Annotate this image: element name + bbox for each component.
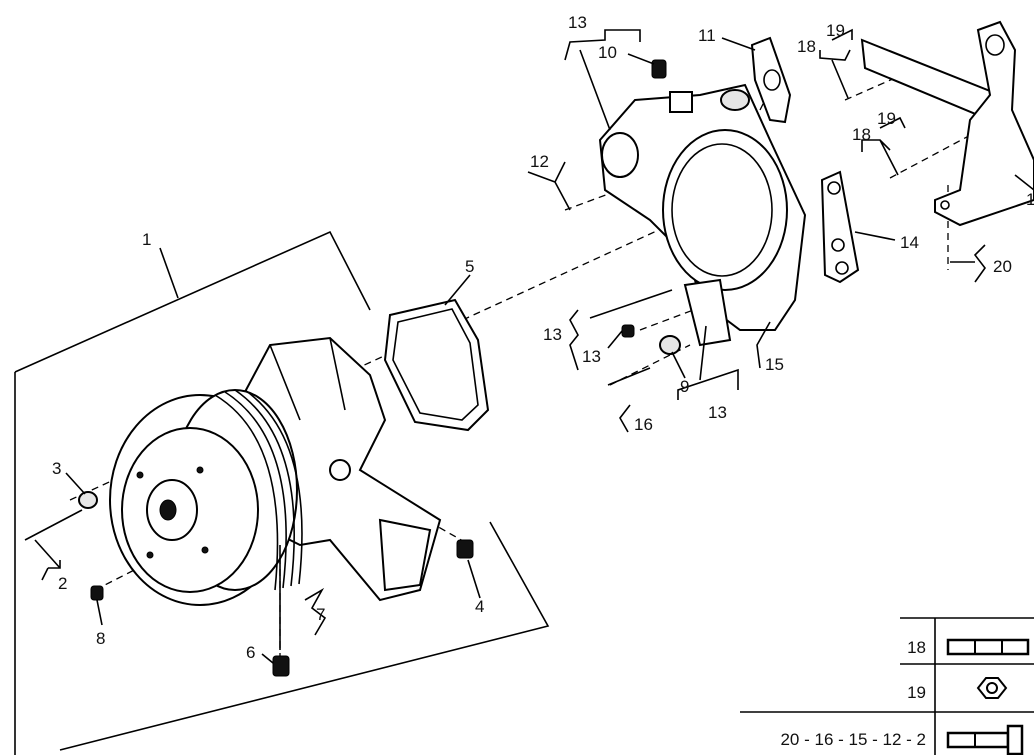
callout-13-top: 13 <box>568 13 587 32</box>
callout-18-lower: 18 <box>852 125 871 144</box>
assembly-1-bracket <box>14 230 550 755</box>
link-plate-14 <box>820 170 860 284</box>
callout-12: 12 <box>530 152 549 171</box>
callout-6: 6 <box>246 643 255 662</box>
leader-lines <box>34 28 1034 664</box>
nut-13 <box>621 324 635 338</box>
stud-2 <box>24 509 83 541</box>
callout-13-left: 13 <box>543 325 562 344</box>
callout-19-top: 19 <box>826 21 845 40</box>
callout-19-lower: 19 <box>877 109 896 128</box>
mounting-bracket <box>860 20 1034 227</box>
gasket-5 <box>383 298 490 432</box>
callout-1: 1 <box>142 230 151 249</box>
plug-4 <box>456 539 474 559</box>
callout-16: 16 <box>634 415 653 434</box>
nut-icon <box>976 677 1008 699</box>
water-pump <box>109 336 442 606</box>
callout-8: 8 <box>96 629 105 648</box>
callout-15: 15 <box>765 355 784 374</box>
plug-10 <box>651 59 667 79</box>
callout-3: 3 <box>52 459 61 478</box>
sleeve-9 <box>659 335 681 355</box>
callout-13-small: 13 <box>582 347 601 366</box>
bolt-icon <box>946 724 1024 755</box>
callout-14: 14 <box>900 233 919 252</box>
legend-row-3-label: 20 - 16 - 15 - 12 - 2 <box>780 730 926 749</box>
callout-7: 7 <box>316 605 325 624</box>
pump-housing <box>598 83 807 347</box>
stud-icon <box>946 638 1030 656</box>
callout-2: 2 <box>58 574 67 593</box>
callout-1-right: 1 <box>1026 190 1034 209</box>
callout-13-bottom: 13 <box>708 403 727 422</box>
callout-11: 11 <box>698 26 716 45</box>
callout-20: 20 <box>993 257 1012 276</box>
callout-9: 9 <box>680 377 689 396</box>
callout-4: 4 <box>475 597 484 616</box>
gasket-11 <box>750 36 792 124</box>
callout-5: 5 <box>465 257 474 276</box>
plug-6 <box>272 655 290 677</box>
callout-18-top: 18 <box>797 37 816 56</box>
stud-16 <box>607 367 651 386</box>
legend-row-1-label: 18 <box>907 638 926 657</box>
nut-3 <box>78 491 98 509</box>
fastener-legend: 18 19 20 - 16 - 15 - 12 - 2 <box>740 617 1034 755</box>
legend-row-2-label: 19 <box>907 683 926 702</box>
nut-8 <box>90 585 104 601</box>
callout-10: 10 <box>598 43 617 62</box>
callout-labels: 1 2 3 4 5 6 7 8 9 10 11 12 13 13 13 13 1… <box>52 13 1034 662</box>
